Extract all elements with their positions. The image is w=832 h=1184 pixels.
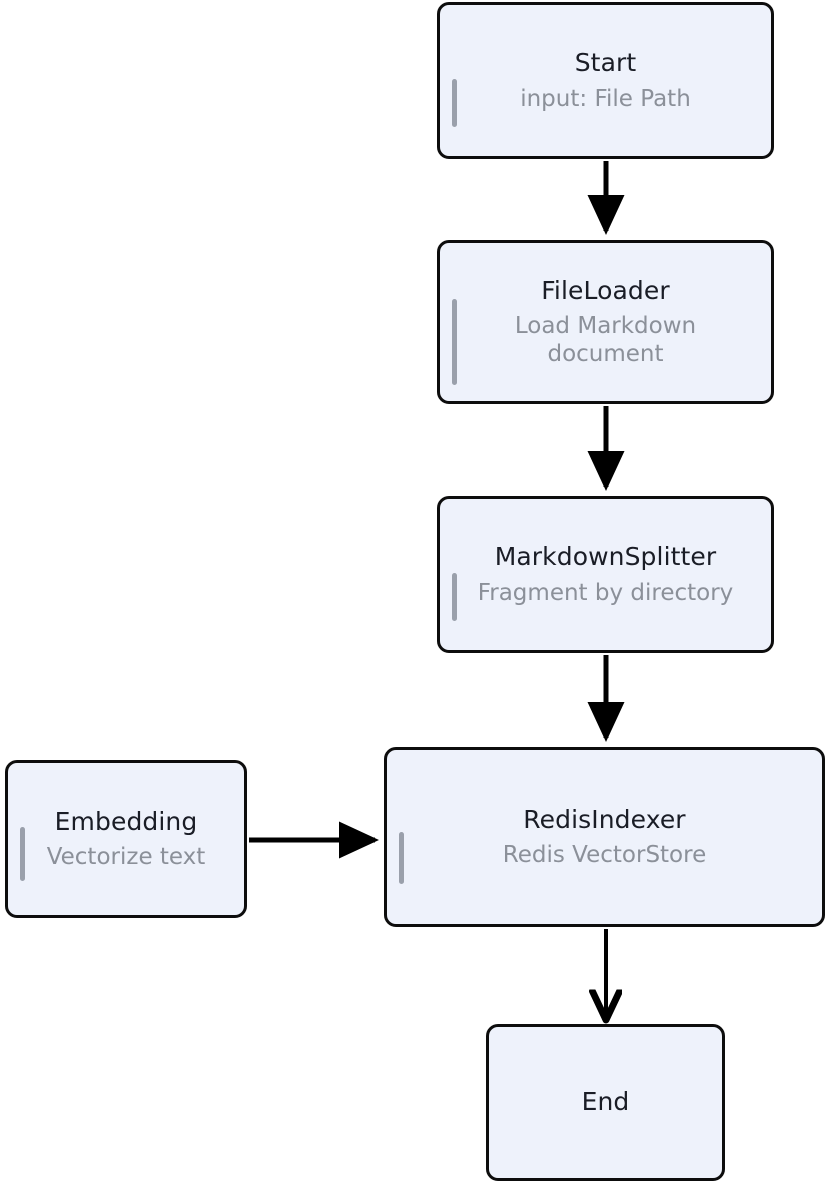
node-end[interactable]: End: [486, 1024, 725, 1181]
accent-bar-icon: [399, 832, 404, 884]
node-redisindexer[interactable]: RedisIndexer Redis VectorStore: [384, 747, 825, 927]
accent-bar-icon: [20, 827, 25, 881]
node-title: End: [581, 1087, 630, 1117]
node-title: Start: [574, 48, 637, 78]
node-title: FileLoader: [541, 275, 670, 305]
node-start[interactable]: Start input: File Path: [437, 2, 774, 159]
node-embedding[interactable]: Embedding Vectorize text: [5, 760, 247, 918]
node-title: MarkdownSplitter: [494, 542, 717, 572]
accent-bar-icon: [452, 299, 457, 385]
accent-bar-icon: [452, 79, 457, 127]
node-subtitle: Vectorize text: [46, 844, 206, 871]
accent-bar-icon: [452, 573, 457, 621]
node-markdownsplitter[interactable]: MarkdownSplitter Fragment by directory: [437, 496, 774, 653]
node-subtitle: input: File Path: [520, 85, 691, 112]
node-subtitle: Fragment by directory: [477, 579, 734, 606]
node-title: RedisIndexer: [523, 804, 686, 834]
node-fileloader[interactable]: FileLoader Load Markdown document: [437, 240, 774, 404]
node-subtitle: Load Markdown document: [514, 313, 697, 368]
node-subtitle: Redis VectorStore: [502, 842, 707, 869]
node-title: Embedding: [54, 806, 198, 836]
